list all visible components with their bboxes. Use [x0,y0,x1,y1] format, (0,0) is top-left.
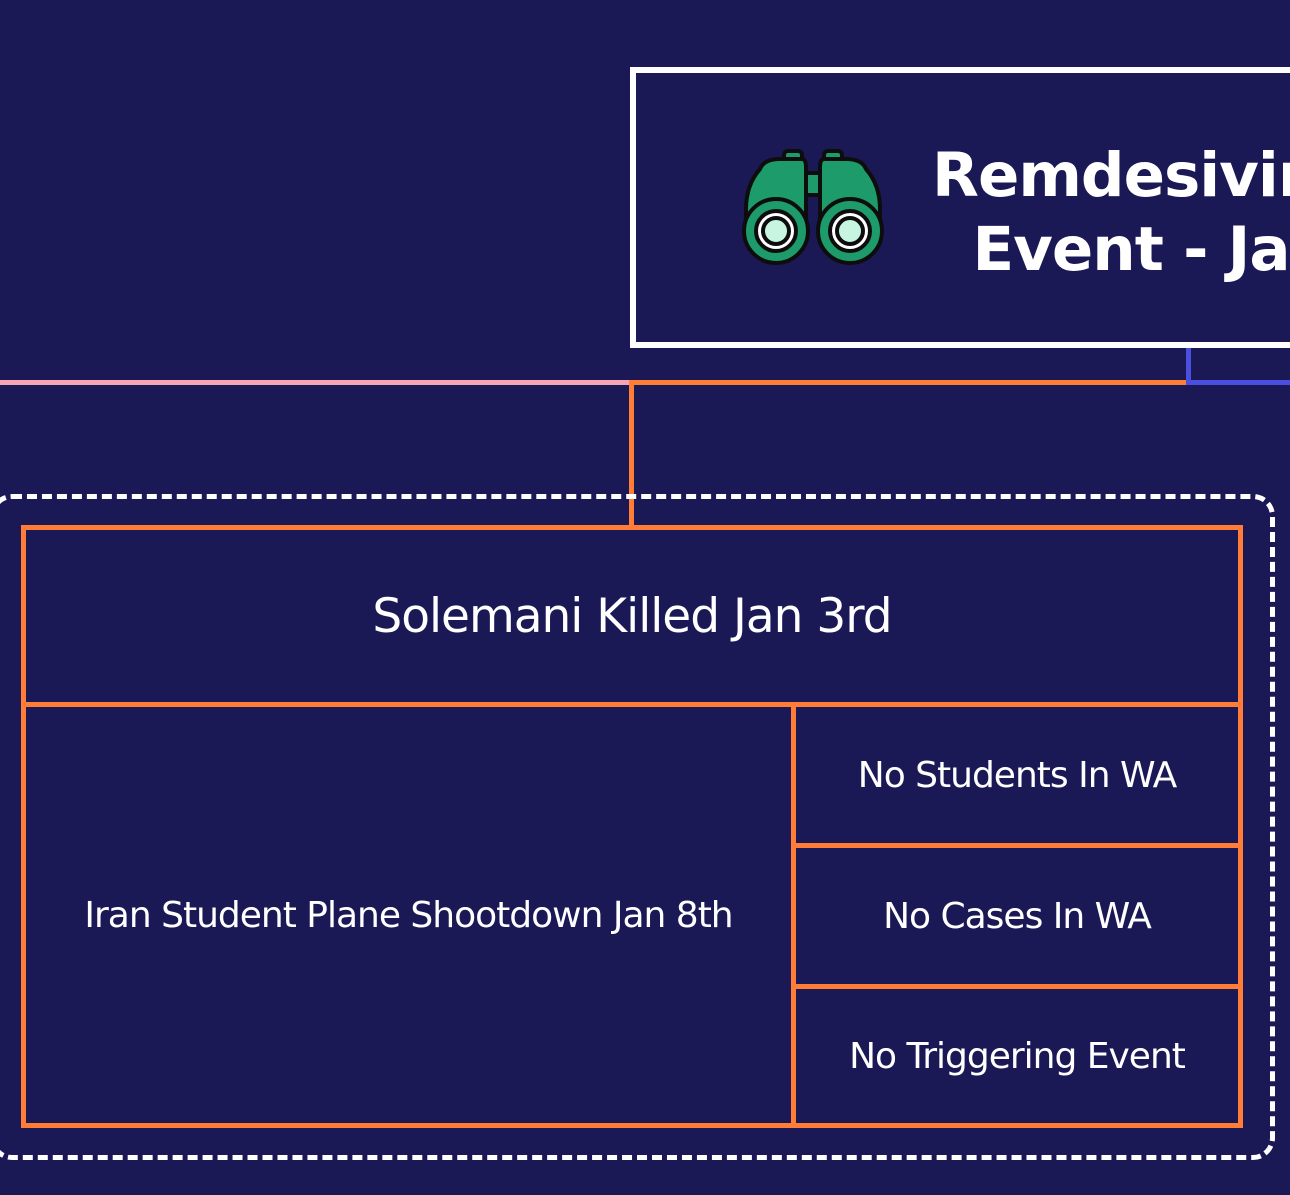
root-node[interactable]: Remdesivir Event - Jan [630,67,1290,348]
node-no-students[interactable]: No Students In WA [791,702,1243,848]
connector-orange-vertical [629,380,634,530]
node-solemani-killed[interactable]: Solemani Killed Jan 3rd [21,525,1243,707]
group-boundary [0,494,1275,1160]
connector-blue-vertical [1186,346,1191,385]
node-no-triggering-event[interactable]: No Triggering Event [791,984,1243,1128]
node-no-cases[interactable]: No Cases In WA [791,843,1243,989]
connector-orange-horizontal [630,380,1192,385]
root-title: Remdesivir Event - Jan [932,140,1290,285]
connector-blue-horizontal [1186,380,1290,385]
node-plane-shootdown[interactable]: Iran Student Plane Shootdown Jan 8th [21,702,796,1128]
binoculars-icon [740,147,886,269]
connector-pink [0,380,633,385]
